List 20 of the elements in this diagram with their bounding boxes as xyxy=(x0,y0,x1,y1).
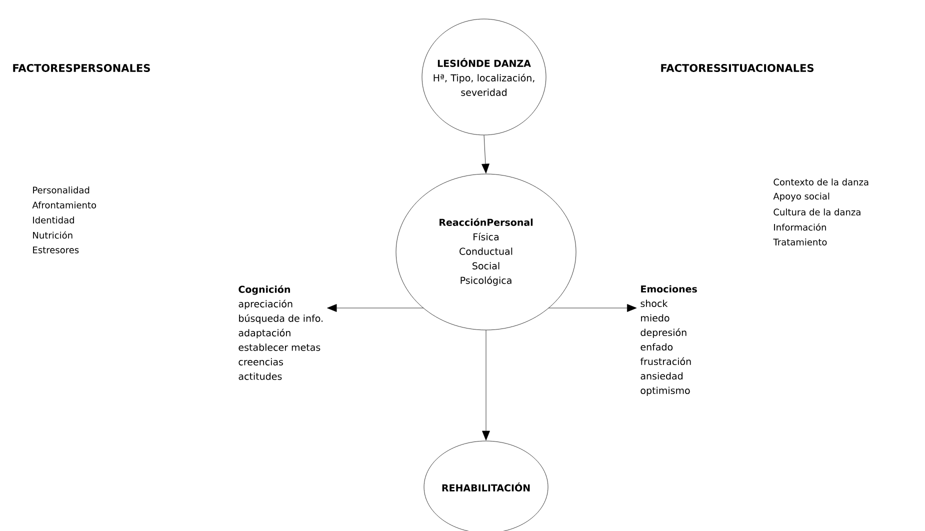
list-item: Identidad xyxy=(33,216,74,224)
ellipse-node: ReacciónPersonal Física Conductual Social Psicológica xyxy=(396,174,576,330)
text-list: Cognición apreciación búsqueda de info. adaptación establecer metas creencias actitudes xyxy=(238,285,323,380)
arrow xyxy=(482,330,490,440)
list-item: Contexto de la danza xyxy=(774,178,868,186)
heading: FACTORESSITUACIONALES xyxy=(661,64,814,72)
list-item: Afrontamiento xyxy=(32,202,96,208)
list-item: Tratamiento xyxy=(773,238,827,246)
list-item: Estresores xyxy=(33,246,79,254)
text-list: Emociones shock miedo depresión enfado frustración ansiedad optimismo xyxy=(640,285,697,396)
list-item: Cultura de la danza xyxy=(774,208,860,216)
arrow xyxy=(548,304,637,312)
list-item: Nutrición xyxy=(33,231,72,239)
ellipse-node: LESIÓNDE DANZA Hª, Tipo, localización, severidad xyxy=(422,18,546,136)
list-item: Apoyo social xyxy=(773,192,830,202)
arrow xyxy=(327,304,424,312)
arrow xyxy=(482,135,490,174)
heading: FACTORESPERSONALES xyxy=(13,64,150,72)
list-item: Información xyxy=(774,223,826,231)
list-item: Personalidad xyxy=(33,186,90,194)
